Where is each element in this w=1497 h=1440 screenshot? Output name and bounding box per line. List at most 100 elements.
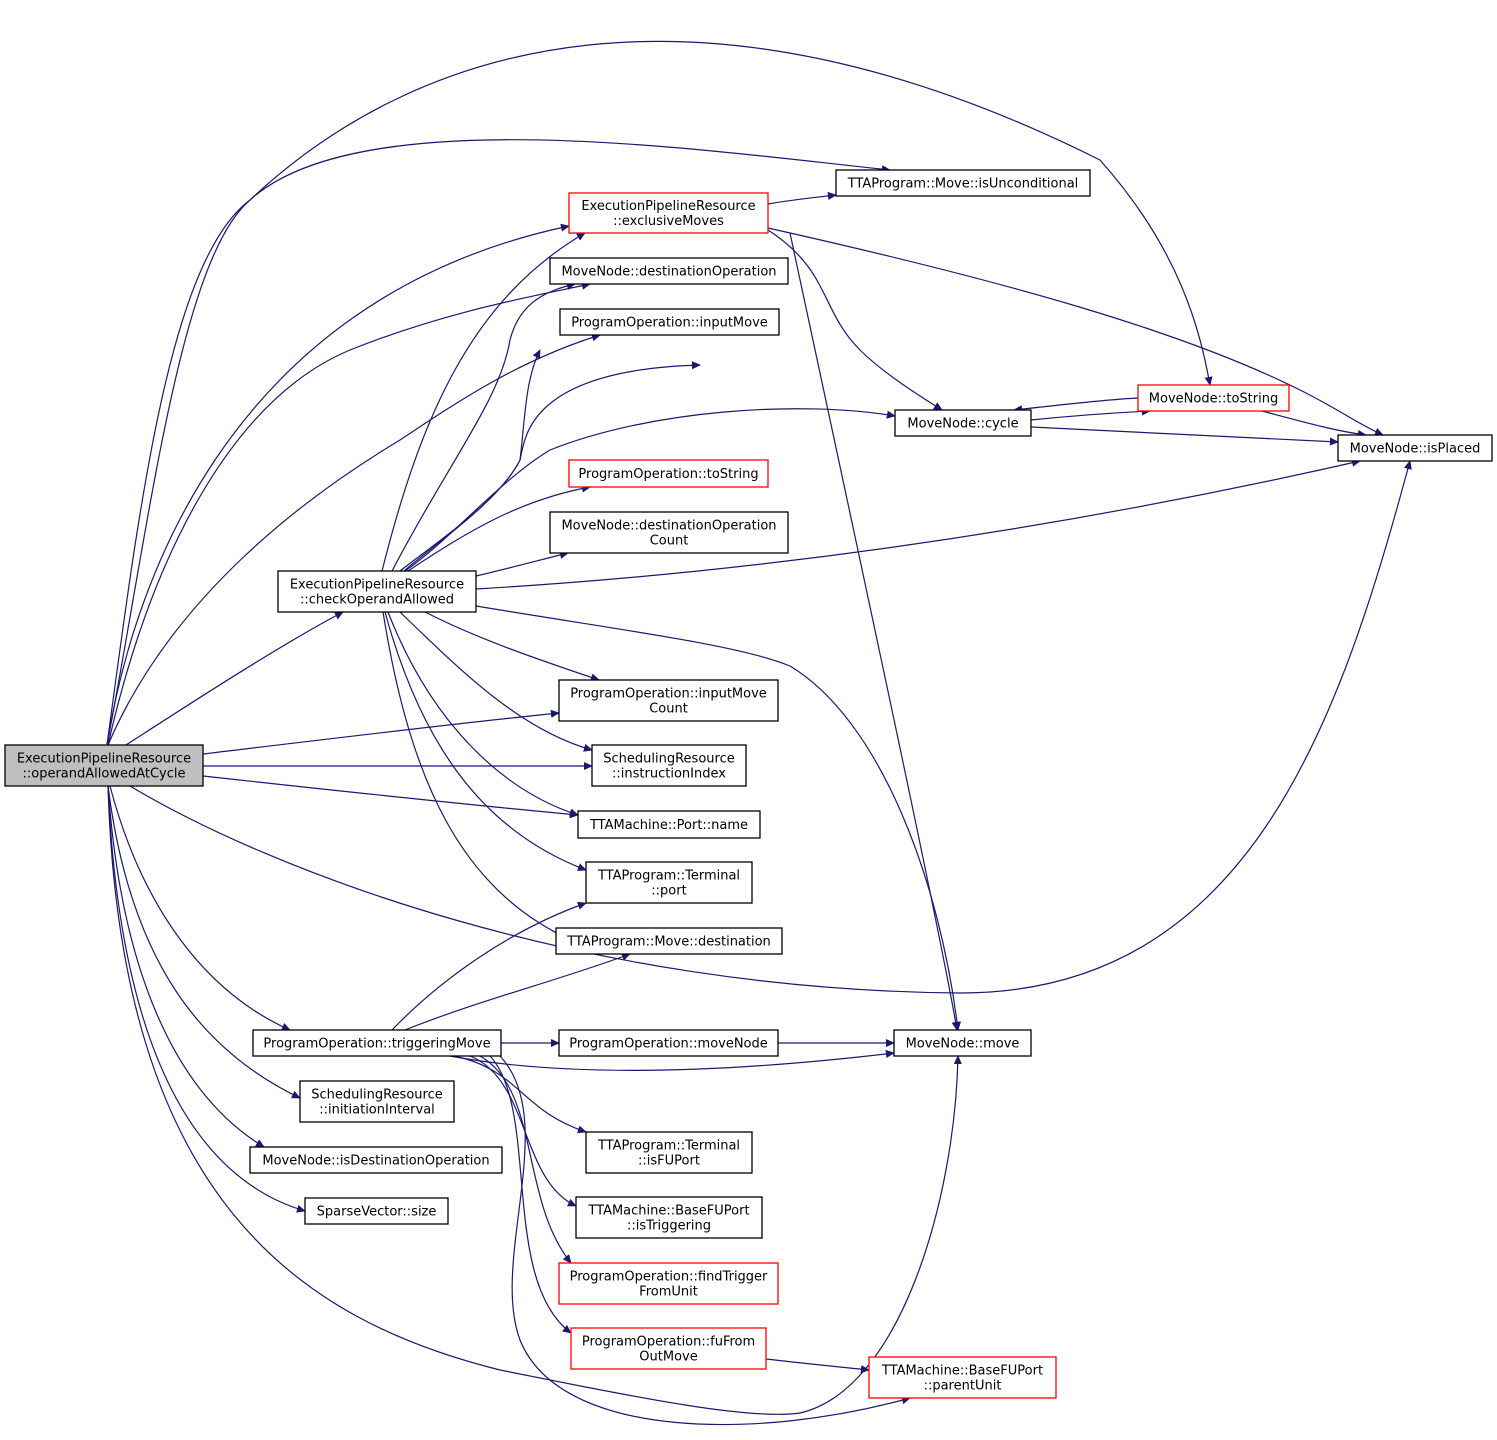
edge-path xyxy=(499,1055,911,1426)
edge-exclusiveMoves-to-cycle xyxy=(767,229,943,411)
node-initiationInterval[interactable]: SchedulingResource::initiationInterval xyxy=(299,1080,455,1123)
node-label: ::instructionIndex xyxy=(612,767,726,782)
edge-cycle-to-mnToString xyxy=(1030,407,1151,421)
edge-triggeringMove-to-isTriggering xyxy=(469,1055,577,1207)
node-box[interactable] xyxy=(249,1146,503,1174)
node-label: MoveNode::toString xyxy=(1149,392,1278,407)
node-box[interactable] xyxy=(1137,384,1290,412)
node-isDestinationOperation[interactable]: MoveNode::isDestinationOperation xyxy=(249,1146,503,1174)
node-box[interactable] xyxy=(577,810,761,839)
edge-exclusiveMoves-to-isPlaced xyxy=(767,227,1384,436)
node-inputMove[interactable]: ProgramOperation::inputMove xyxy=(559,308,780,336)
edge-path xyxy=(202,709,560,755)
edge-path xyxy=(109,785,291,1031)
node-label: ProgramOperation::triggeringMove xyxy=(263,1037,490,1052)
node-box[interactable] xyxy=(585,861,753,904)
edge-path xyxy=(404,408,896,572)
node-isUnconditional[interactable]: TTAProgram::Move::isUnconditional xyxy=(835,169,1091,197)
edge-root-to-checkOperandAllowed xyxy=(125,611,344,746)
edge-path xyxy=(381,232,586,572)
node-root[interactable]: ExecutionPipelineResource::operandAllowe… xyxy=(4,744,204,787)
node-box[interactable] xyxy=(568,192,769,234)
edge-path xyxy=(1013,397,1139,414)
node-moveDestination[interactable]: TTAProgram::Move::destination xyxy=(555,927,783,955)
node-label: ::isFUPort xyxy=(638,1154,700,1169)
edge-triggeringMove-to-mnMove xyxy=(449,1049,895,1071)
node-label: TTAMachine::BaseFUPort xyxy=(587,1204,749,1219)
node-label: MoveNode::destinationOperation xyxy=(561,265,776,280)
edge-path xyxy=(107,785,301,1099)
edge-path xyxy=(765,1358,870,1374)
node-label: TTAProgram::Terminal xyxy=(597,869,740,884)
node-cycle[interactable]: MoveNode::cycle xyxy=(894,409,1032,437)
node-box[interactable] xyxy=(570,1327,767,1370)
edge-path xyxy=(399,611,593,752)
node-label: SparseVector::size xyxy=(317,1205,437,1220)
node-isTriggering[interactable]: TTAMachine::BaseFUPort::isTriggering xyxy=(575,1196,763,1239)
node-box[interactable] xyxy=(558,1029,779,1057)
node-exclusiveMoves[interactable]: ExecutionPipelineResource::exclusiveMove… xyxy=(568,192,769,234)
node-box[interactable] xyxy=(252,1029,502,1057)
edge-root-to-mnToString xyxy=(106,40,1213,746)
node-box[interactable] xyxy=(893,1029,1032,1057)
node-moveNode[interactable]: ProgramOperation::moveNode xyxy=(558,1029,779,1057)
node-label: ProgramOperation::fuFrom xyxy=(582,1335,755,1350)
node-isFUPort[interactable]: TTAProgram::Terminal::isFUPort xyxy=(585,1131,753,1174)
node-checkOperandAllowed[interactable]: ExecutionPipelineResource::checkOperandA… xyxy=(277,570,477,613)
edge-path xyxy=(391,901,587,1031)
node-svSize[interactable]: SparseVector::size xyxy=(304,1197,449,1225)
node-label: ::isTriggering xyxy=(627,1219,711,1234)
edge-path xyxy=(767,191,837,205)
edge-root-to-inputMoveCount xyxy=(202,709,560,755)
node-destinationOperation[interactable]: MoveNode::destinationOperation xyxy=(549,257,789,285)
edge-path xyxy=(475,551,569,577)
node-box[interactable] xyxy=(549,511,789,554)
node-box[interactable] xyxy=(304,1197,449,1225)
node-mnMove[interactable]: MoveNode::move xyxy=(893,1029,1032,1057)
node-label: TTAMachine::Port::name xyxy=(589,818,748,833)
node-mnToString[interactable]: MoveNode::toString xyxy=(1137,384,1290,412)
node-box[interactable] xyxy=(558,679,779,722)
node-parentUnit[interactable]: TTAMachine::BaseFUPort::parentUnit xyxy=(868,1356,1057,1399)
node-isPlaced[interactable]: MoveNode::isPlaced xyxy=(1337,434,1493,462)
node-box[interactable] xyxy=(1337,434,1493,462)
edge-layer xyxy=(106,40,1412,1426)
edge-path xyxy=(107,281,591,746)
edge-checkOperandAllowed-to-poToString xyxy=(407,484,591,572)
node-box[interactable] xyxy=(559,308,780,336)
edge-path xyxy=(107,785,306,1213)
edge-path xyxy=(1030,426,1339,446)
node-label: ::operandAllowedAtCycle xyxy=(22,767,185,782)
node-box[interactable] xyxy=(894,409,1032,437)
node-poToString[interactable]: ProgramOperation::toString xyxy=(568,459,769,488)
node-label: ProgramOperation::toString xyxy=(578,467,758,482)
node-box[interactable] xyxy=(575,1196,763,1239)
node-instructionIndex[interactable]: SchedulingResource::instructionIndex xyxy=(591,744,747,787)
node-box[interactable] xyxy=(549,257,789,285)
node-triggeringMove[interactable]: ProgramOperation::triggeringMove xyxy=(252,1029,502,1057)
edge-root-to-mnMove xyxy=(107,785,962,1415)
node-box[interactable] xyxy=(4,744,204,787)
node-box[interactable] xyxy=(591,744,747,787)
node-label: MoveNode::move xyxy=(906,1037,1020,1052)
node-portName[interactable]: TTAMachine::Port::name xyxy=(577,810,761,839)
node-box[interactable] xyxy=(868,1356,1057,1399)
node-box[interactable] xyxy=(558,1262,779,1305)
node-box[interactable] xyxy=(585,1131,753,1174)
edge-path xyxy=(1261,410,1367,438)
edge-path xyxy=(106,139,891,746)
node-label: MoveNode::destinationOperation xyxy=(561,519,776,534)
node-terminalPort[interactable]: TTAProgram::Terminal::port xyxy=(585,861,753,904)
node-label: ExecutionPipelineResource xyxy=(290,578,464,593)
node-label: TTAProgram::Move::isUnconditional xyxy=(847,177,1079,192)
node-layer: ExecutionPipelineResource::operandAllowe… xyxy=(4,169,1493,1399)
node-box[interactable] xyxy=(299,1080,455,1123)
node-box[interactable] xyxy=(568,459,769,488)
node-box[interactable] xyxy=(555,927,783,955)
node-box[interactable] xyxy=(277,570,477,613)
node-box[interactable] xyxy=(835,169,1091,197)
